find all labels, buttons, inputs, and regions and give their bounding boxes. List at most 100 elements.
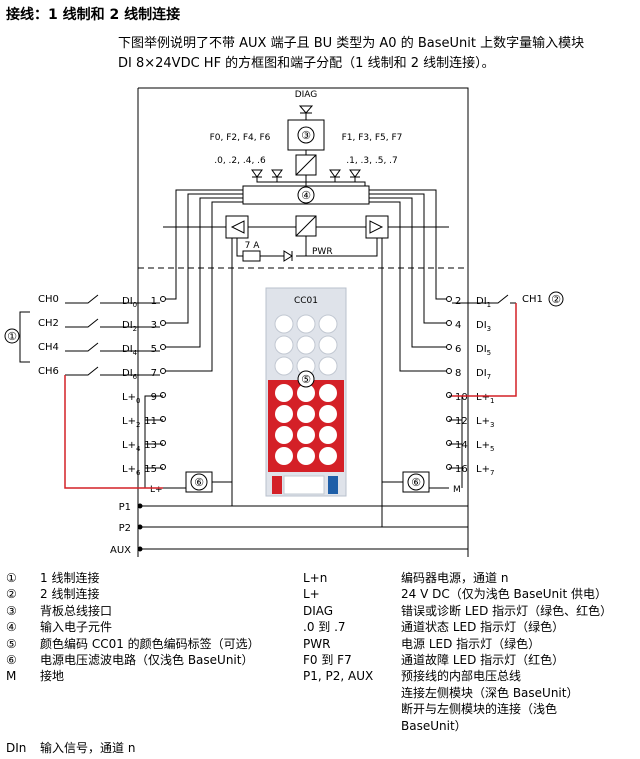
- legend-text: 输入电子元件: [40, 620, 113, 635]
- ch1-label: CH1: [522, 294, 543, 305]
- ch0-label: CH0: [38, 294, 59, 305]
- page-title: 接线：1 线制和 2 线制连接: [6, 7, 181, 23]
- terminal-symbol: L+5: [476, 440, 494, 453]
- terminal-number: 12: [455, 416, 468, 427]
- status-led-labels-left: .0, .2, .4, .6: [214, 156, 266, 166]
- marker-1-label: ①: [7, 330, 17, 343]
- legend-text: 通道状态 LED 指示灯（绿色）: [401, 620, 565, 635]
- legend-text: 背板总线接口: [40, 603, 113, 618]
- fault-led-labels-left: F0, F2, F4, F6: [210, 133, 271, 143]
- legend-text: 错误或诊断 LED 指示灯（绿色、红色）: [401, 603, 613, 618]
- terminal-dot: [446, 344, 452, 350]
- marker-3: [297, 126, 315, 144]
- cc-red-circles: [275, 384, 337, 465]
- terminal-dot: [446, 392, 452, 398]
- terminal-symbol: L+3: [476, 416, 494, 429]
- legend-text: 1 线制连接: [40, 571, 100, 585]
- legend-row: M 接地: [6, 668, 260, 684]
- legend-text: 预接线的内部电压总线: [401, 669, 522, 684]
- marker-1: [4, 328, 20, 344]
- terminal-number: 9: [151, 392, 157, 403]
- terminal-symbol: L+2: [122, 416, 140, 429]
- pwr-led-icon: [283, 250, 293, 262]
- terminal-symbol: L+1: [476, 392, 494, 405]
- marker-6-left: [190, 473, 208, 491]
- intro-text: 下图举例说明了不带 AUX 端子且 BU 类型为 A0 的 BaseUnit 上…: [118, 34, 633, 74]
- legend-row: ④ 输入电子元件: [6, 619, 260, 635]
- terminal-number: 5: [151, 344, 157, 355]
- terminal-15: 15L+6: [122, 464, 166, 477]
- legend-key: L+n: [303, 571, 328, 585]
- legend-text: 颜色编码 CC01 的颜色编码标签（可选）: [40, 636, 260, 651]
- legend-row: BaseUnit）: [303, 718, 612, 734]
- marker-2-label: ②: [551, 293, 561, 306]
- legend-key: ④: [6, 620, 17, 635]
- terminal-dot: [160, 320, 166, 326]
- marker-2: [548, 291, 564, 307]
- terminal-12: 12 L+3: [446, 416, 494, 429]
- marker-5: [297, 370, 315, 388]
- terminal-number: 3: [151, 320, 157, 331]
- red-supply-wire-right: [452, 303, 517, 397]
- marker-4-label: ④: [301, 189, 311, 202]
- bus-p1-label: P1: [119, 502, 131, 513]
- legend-key: M: [6, 669, 17, 684]
- legend-text: 输入信号，通道 n: [40, 741, 136, 755]
- terminal-dot: [160, 440, 166, 446]
- terminal-number: 4: [455, 320, 461, 331]
- marker-4: [297, 186, 315, 204]
- terminal-symbol: DI7: [476, 368, 491, 381]
- legend-key: ⑥: [6, 652, 17, 667]
- terminal-dot: [160, 416, 166, 422]
- ch2-label: CH2: [38, 318, 59, 329]
- terminal-11: 11 L+2: [122, 416, 166, 429]
- legend-text: 连接左侧模块（深色 BaseUnit）: [401, 685, 579, 700]
- terminal-number: 1: [151, 296, 157, 307]
- terminal-dot: [446, 368, 452, 374]
- ch4-label: CH4: [38, 342, 59, 353]
- terminal-number: 6: [455, 344, 461, 355]
- terminal-9: 9L+0: [122, 392, 166, 405]
- legend-text: 断开与左侧模块的连接（浅色: [401, 702, 558, 717]
- legend-key: ⑤: [6, 636, 17, 651]
- legend-key: DIAG: [303, 603, 334, 618]
- legend-text: BaseUnit）: [401, 718, 467, 733]
- legend-text: 接地: [40, 669, 65, 684]
- terminal-dot: [160, 392, 166, 398]
- marker-6-right: [407, 473, 425, 491]
- led-row-icons: [251, 169, 366, 186]
- intro-line-2: DI 8×24VDC HF 的方框图和端子分配（1 线制和 2 线制连接）。: [118, 56, 495, 71]
- legend-text: 通道故障 LED 指示灯（红色）: [401, 652, 565, 667]
- bus-lines: [137, 503, 468, 552]
- legend-key: .0 到 .7: [303, 620, 346, 635]
- terminal-number: 7: [151, 368, 157, 379]
- terminal-dot: [160, 344, 166, 350]
- red-supply-wire-left: [64, 375, 163, 489]
- legend-row: ⑤ 颜色编码 CC01 的颜色编码标签（可选）: [6, 636, 260, 652]
- terminal-number: 11: [144, 416, 157, 427]
- legend-row: L+24 V DC（仅为浅色 BaseUnit 供电）: [303, 586, 612, 602]
- legend-row: 连接左侧模块（深色 BaseUnit）: [303, 685, 612, 701]
- legend-text: 电源 LED 指示灯（绿色）: [401, 636, 541, 651]
- amp-left-icon: [230, 220, 245, 234]
- external-switches-left: [19, 294, 160, 376]
- cc-label: CC01: [294, 296, 318, 306]
- terminal-number: 13: [144, 440, 157, 451]
- marker-6-left-label: ⑥: [194, 476, 204, 489]
- cc-red-tab: [272, 476, 282, 494]
- legend-key: ①: [6, 571, 17, 585]
- terminal-dot: [446, 320, 452, 326]
- terminal-dot: [160, 368, 166, 374]
- marker-5-label: ⑤: [301, 373, 311, 386]
